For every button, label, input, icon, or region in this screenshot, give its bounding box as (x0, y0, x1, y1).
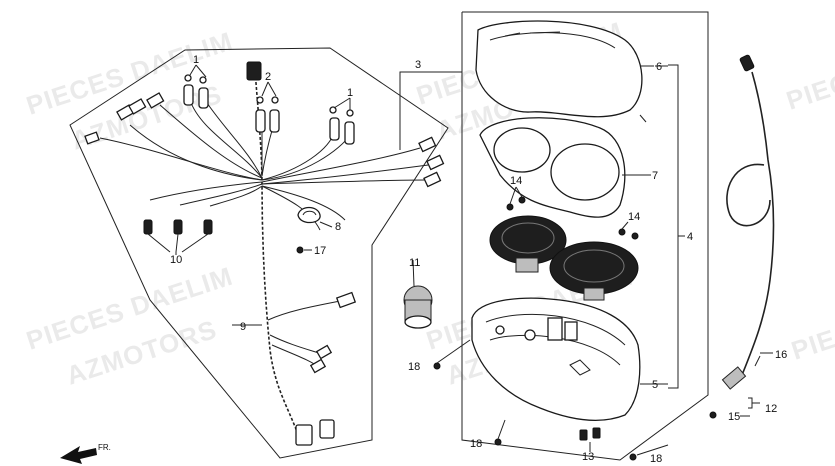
callout-9: 9 (240, 321, 246, 333)
direction-label: FR. (98, 443, 111, 452)
callout-5: 5 (652, 379, 658, 391)
bulb-sockets-left (183, 74, 209, 109)
screws-item-18 (433, 339, 669, 461)
clamp-item-8 (296, 206, 333, 254)
callout-11: 11 (409, 257, 420, 269)
callout-17: 17 (314, 245, 326, 257)
callout-14: 14 (510, 175, 522, 187)
bulb-sockets-center (255, 96, 280, 133)
meter-cover-item-6 (475, 20, 654, 123)
callout-2: 2 (265, 71, 271, 83)
callout-12: 12 (765, 403, 777, 415)
buzzer-item-11 (403, 259, 433, 329)
callout-16: 16 (775, 349, 787, 361)
callout-4: 4 (687, 231, 693, 243)
connectors-right (418, 136, 445, 188)
bracket-4 (668, 64, 685, 389)
harness-top-connector (246, 61, 262, 81)
watermark-text: PIECES (788, 306, 835, 366)
callout-10: 10 (170, 254, 182, 266)
callout-18: 18 (408, 361, 420, 373)
watermark-text: PIECES (783, 56, 835, 116)
harness-group-outline (69, 47, 449, 459)
screws-item-13 (579, 427, 601, 452)
bulb-sockets-right (329, 106, 355, 145)
callout-14: 14 (628, 211, 640, 223)
leader-lines (175, 64, 351, 326)
callout-6: 6 (656, 61, 662, 73)
callout-7: 7 (652, 170, 658, 182)
callout-1: 1 (193, 54, 199, 66)
connectors-lower (295, 291, 357, 446)
callout-1: 1 (347, 87, 353, 99)
callout-8: 8 (335, 221, 341, 233)
bracket-3 (399, 71, 462, 150)
connectors-left (84, 92, 165, 145)
callout-3: 3 (415, 59, 421, 71)
callout-stubs (646, 65, 773, 417)
meter-group-outline (461, 11, 709, 461)
callout-18: 18 (650, 453, 662, 465)
front-direction-arrow: FR. (60, 443, 111, 464)
screws-item-10 (143, 219, 213, 253)
callout-15: 15 (728, 411, 740, 423)
callout-18: 18 (470, 438, 482, 450)
callout-13: 13 (582, 451, 594, 463)
meter-case-item-5 (471, 297, 668, 421)
screws-item-14 (506, 186, 639, 240)
meter-lens-item-7 (479, 117, 648, 218)
speedometer-cable-item-12 (709, 54, 775, 419)
gauge-faces (489, 215, 639, 301)
callout-labels: 1 2 1 3 6 7 4 5 14 14 8 17 10 9 11 18 18… (170, 54, 787, 465)
